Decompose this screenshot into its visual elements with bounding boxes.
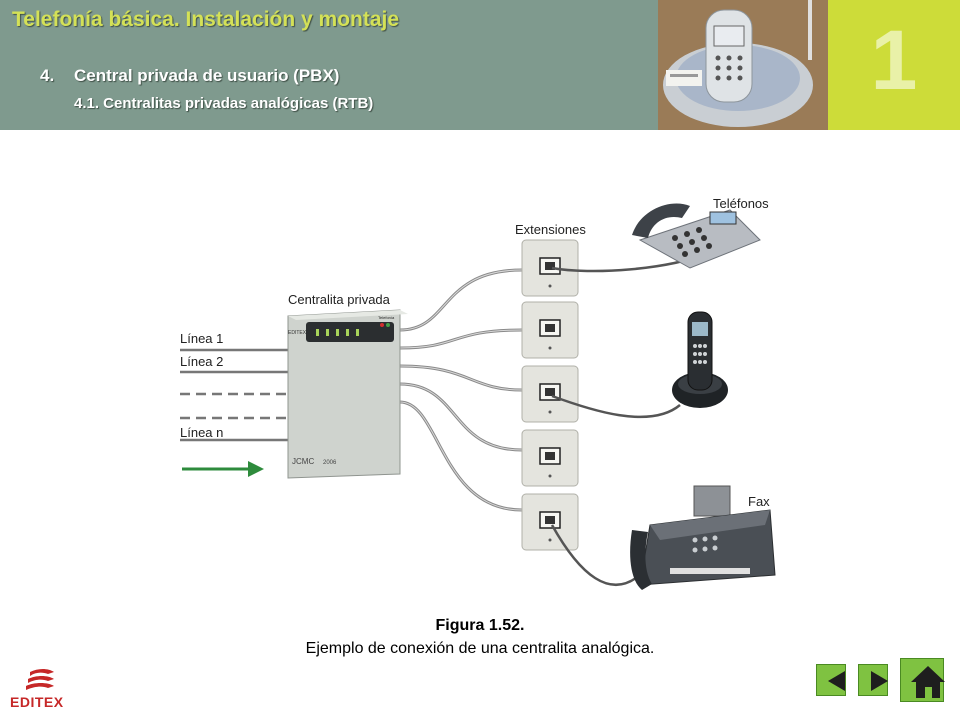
extension-wires bbox=[399, 268, 523, 512]
incoming-arrow-icon bbox=[182, 461, 264, 477]
incoming-lines bbox=[180, 348, 290, 442]
prev-arrow-icon bbox=[828, 671, 845, 691]
wall-sockets bbox=[521, 239, 579, 551]
pbx-label: Centralita privada bbox=[288, 292, 391, 307]
header-bar: Telefonía básica. Instalación y montaje … bbox=[0, 0, 658, 130]
subsection-heading: 4.1. Centralitas privadas analógicas (RT… bbox=[74, 95, 374, 112]
chapter-number: 1 bbox=[870, 13, 918, 107]
pbx-year: 2006 bbox=[323, 460, 337, 466]
line-1-label: Línea 1 bbox=[180, 331, 223, 346]
header-phone-photo bbox=[658, 0, 828, 130]
next-arrow-icon bbox=[871, 671, 888, 691]
socket-3 bbox=[521, 365, 579, 423]
editex-logo-icon bbox=[26, 669, 54, 690]
next-button[interactable] bbox=[858, 664, 888, 696]
page-title: Telefonía básica. Instalación y montaje bbox=[12, 8, 400, 31]
cordless-phone-icon bbox=[672, 311, 728, 408]
pbx-connection-diagram: Línea 1 Línea 2 Línea n Centralita priva… bbox=[180, 196, 776, 590]
line-2-label: Línea 2 bbox=[180, 354, 223, 369]
socket-5 bbox=[521, 493, 579, 551]
section-heading: 4. Central privada de usuario (PBX) bbox=[40, 66, 339, 86]
pbx-unit: Telefonía EDITEX JCMC 2006 bbox=[287, 309, 408, 479]
section-title: Central privada de usuario (PBX) bbox=[74, 66, 340, 85]
fax-label: Fax bbox=[748, 494, 770, 509]
figure-caption-text: Ejemplo de conexión de una centralita an… bbox=[305, 640, 655, 657]
editex-logo-text: EDITEX bbox=[10, 694, 64, 710]
fax-machine-icon bbox=[630, 485, 776, 590]
phones-label: Teléfonos bbox=[713, 196, 769, 211]
pbx-small-label: Telefonía bbox=[378, 315, 395, 320]
line-n-label: Línea n bbox=[180, 425, 223, 440]
home-button[interactable] bbox=[900, 658, 945, 702]
prev-button[interactable] bbox=[816, 664, 846, 696]
extensions-label: Extensiones bbox=[515, 222, 586, 237]
socket-1 bbox=[521, 239, 579, 297]
socket-2 bbox=[521, 301, 579, 359]
chapter-number-box: 1 bbox=[828, 0, 960, 130]
socket-4 bbox=[521, 429, 579, 487]
pbx-brand: JCMC bbox=[292, 457, 314, 466]
pbx-logo-text: EDITEX bbox=[288, 330, 307, 336]
home-icon bbox=[911, 666, 945, 698]
figure-caption-title: Figura 1.52. bbox=[435, 617, 525, 634]
desk-phone-icon bbox=[632, 203, 761, 269]
section-number: 4. bbox=[40, 66, 55, 85]
